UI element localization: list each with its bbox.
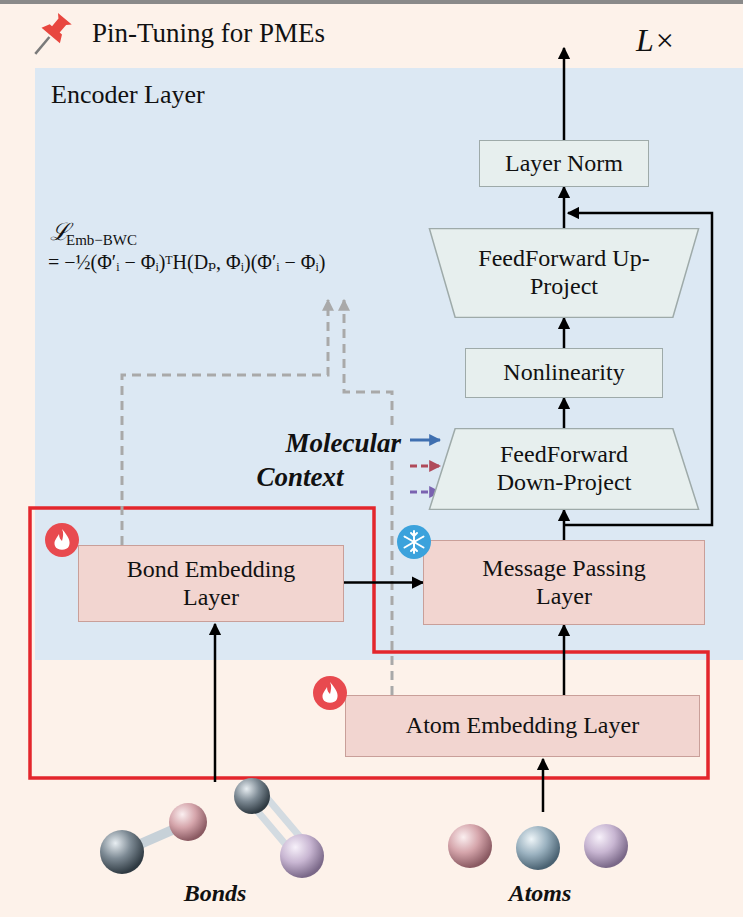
loss-subscript: Emb−BWC xyxy=(66,232,137,249)
box-label: Nonlinearity xyxy=(503,359,624,387)
frozen-snowflake-icon xyxy=(397,525,431,559)
tuned-region-outline xyxy=(30,508,708,778)
input-arrow xyxy=(542,759,545,812)
box-label: Layer Norm xyxy=(505,150,623,178)
box-label: FeedForward Down-Project xyxy=(464,441,664,496)
encoder-panel: Encoder LayerLayer NormFeedForward Up-Pr… xyxy=(35,68,743,660)
flow-arrow xyxy=(563,510,566,540)
flow-arrow xyxy=(563,318,566,348)
flow-arrow xyxy=(563,187,566,228)
up-project-trapezoid: FeedForward Up-Project xyxy=(428,228,700,318)
panel-title: Encoder Layer xyxy=(51,80,205,110)
box-label: FeedForward Up-Project xyxy=(464,245,664,300)
input-label: Bonds xyxy=(184,880,247,907)
figure-title: Pin-Tuning for PMEs xyxy=(92,18,325,49)
box-label: Bond Embedding Layer xyxy=(111,556,311,611)
bond-embedding-box: Bond Embedding Layer xyxy=(78,545,344,622)
encoder-panel-fill xyxy=(35,68,743,660)
input-label: Atoms xyxy=(509,880,572,907)
atom-embedding-box: Atom Embedding Layer xyxy=(345,695,700,757)
bond-illustration xyxy=(100,778,324,878)
flow-arrow xyxy=(563,398,566,428)
message-passing-box: Message Passing Layer xyxy=(423,540,705,625)
repeat-count: L× xyxy=(636,22,675,59)
atom-illustration xyxy=(448,824,628,870)
loss-formula: = −½(Φ′ᵢ − Φᵢ)ᵀH(Dₚ, Φᵢ)(Φ′ᵢ − Φᵢ) xyxy=(48,250,325,274)
context-label: Molecular xyxy=(282,428,404,459)
down-project-trapezoid: FeedForward Down-Project xyxy=(428,428,700,510)
layer-norm-box: Layer Norm xyxy=(479,140,649,187)
bwc-dashed-line xyxy=(122,300,328,545)
context-arrow xyxy=(410,439,440,442)
box-label: Atom Embedding Layer xyxy=(406,712,639,740)
flow-arrow xyxy=(563,625,566,695)
bwc-dashed-line xyxy=(344,300,392,695)
top-rule xyxy=(0,0,743,4)
output-arrow xyxy=(563,48,566,140)
pin-icon xyxy=(26,11,74,62)
box-label: Message Passing Layer xyxy=(454,555,674,610)
trainable-flame-icon xyxy=(313,676,347,710)
flow-arrow xyxy=(344,581,423,584)
context-arrow xyxy=(410,465,440,468)
context-label: Context xyxy=(253,462,346,493)
input-arrow xyxy=(214,624,217,782)
trainable-flame-icon xyxy=(45,523,79,557)
nonlinearity-box: Nonlinearity xyxy=(465,348,663,398)
